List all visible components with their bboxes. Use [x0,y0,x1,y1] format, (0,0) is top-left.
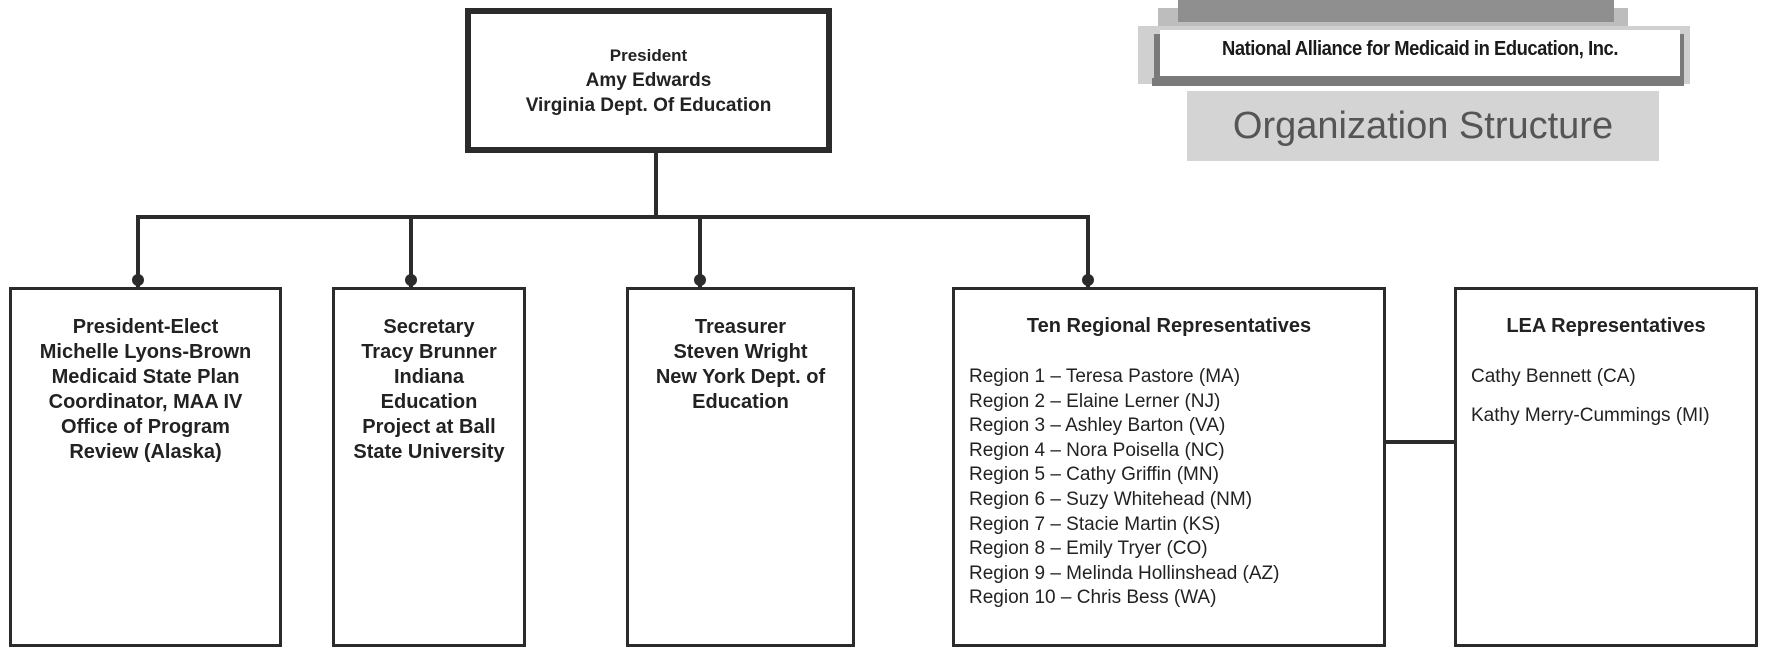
president-name: Amy Edwards [585,70,712,91]
organization-name: National Alliance for Medicaid in Educat… [1222,38,1618,60]
officer-line: Coordinator, MAA IV [48,391,243,413]
region-item: Region 5 – Cathy Griffin (MN) [969,464,1219,486]
region-item: Region 4 – Nora Poisella (NC) [969,439,1225,461]
lea-representatives-box: LEA Representatives Cathy Bennett (CA) K… [1454,287,1758,647]
region-item: Region 8 – Emily Tryer (CO) [969,538,1208,560]
joint-secretary [405,274,417,286]
lea-item: Kathy Merry-Cummings (MI) [1471,404,1710,426]
officer-line: Office of Program [61,416,230,438]
officer-line: Medicaid State Plan [51,366,240,388]
region-item: Region 1 – Teresa Pastore (MA) [969,366,1241,387]
region-item: Region 2 – Elaine Lerner (NJ) [969,390,1221,412]
officer-line: Secretary [383,316,475,338]
joint-regional [1082,274,1094,286]
officer-line: Tracy Brunner [361,341,497,363]
secretary-box: Secretary Tracy Brunner Indiana Educatio… [332,287,526,647]
region-item: Region 9 – Melinda Hollinshead (AZ) [969,562,1280,584]
officer-line: Steven Wright [673,341,808,363]
lea-list: Cathy Bennett (CA) Kathy Merry-Cummings … [1457,365,1755,428]
officer-line: Michelle Lyons-Brown [39,341,252,363]
joint-treasurer [694,274,706,286]
officer-line: Education [692,391,789,413]
lea-title: LEA Representatives [1506,315,1706,337]
officer-line: New York Dept. of [655,366,826,388]
officer-line: Project at Ball [362,416,496,438]
naime-logo: National Alliance for Medicaid in Educat… [1138,0,1690,165]
president-affiliation: Virginia Dept. Of Education [525,95,772,116]
officer-line: Education [380,391,478,413]
officer-line: State University [353,441,505,463]
president-role: President [609,46,688,65]
region-item: Region 10 – Chris Bess (WA) [969,587,1217,609]
officer-line: President-Elect [72,316,219,338]
officer-line: Indiana [393,366,464,388]
region-item: Region 7 – Stacie Martin (KS) [969,513,1221,535]
chart-subtitle: Organization Structure [1187,91,1659,161]
logo-graphic-strip [1178,0,1614,22]
regional-title: Ten Regional Representatives [1026,315,1312,337]
region-item: Region 3 – Ashley Barton (VA) [969,415,1226,437]
regional-representatives-box: Ten Regional Representatives Region 1 – … [952,287,1386,647]
treasurer-box: Treasurer Steven Wright New York Dept. o… [626,287,855,647]
region-item: Region 6 – Suzy Whitehead (NM) [969,488,1253,510]
region-list: Region 1 – Teresa Pastore (MA) Region 2 … [955,365,1383,611]
president-box: President Amy Edwards Virginia Dept. Of … [465,8,832,153]
lea-item: Cathy Bennett (CA) [1471,366,1636,387]
joint-president-elect [132,274,144,286]
officer-line: Review (Alaska) [69,441,222,463]
officer-line: Treasurer [694,316,787,338]
logo-band-inner [1160,30,1680,76]
president-elect-box: President-Elect Michelle Lyons-Brown Med… [9,287,282,647]
logo-underline [1152,78,1684,86]
